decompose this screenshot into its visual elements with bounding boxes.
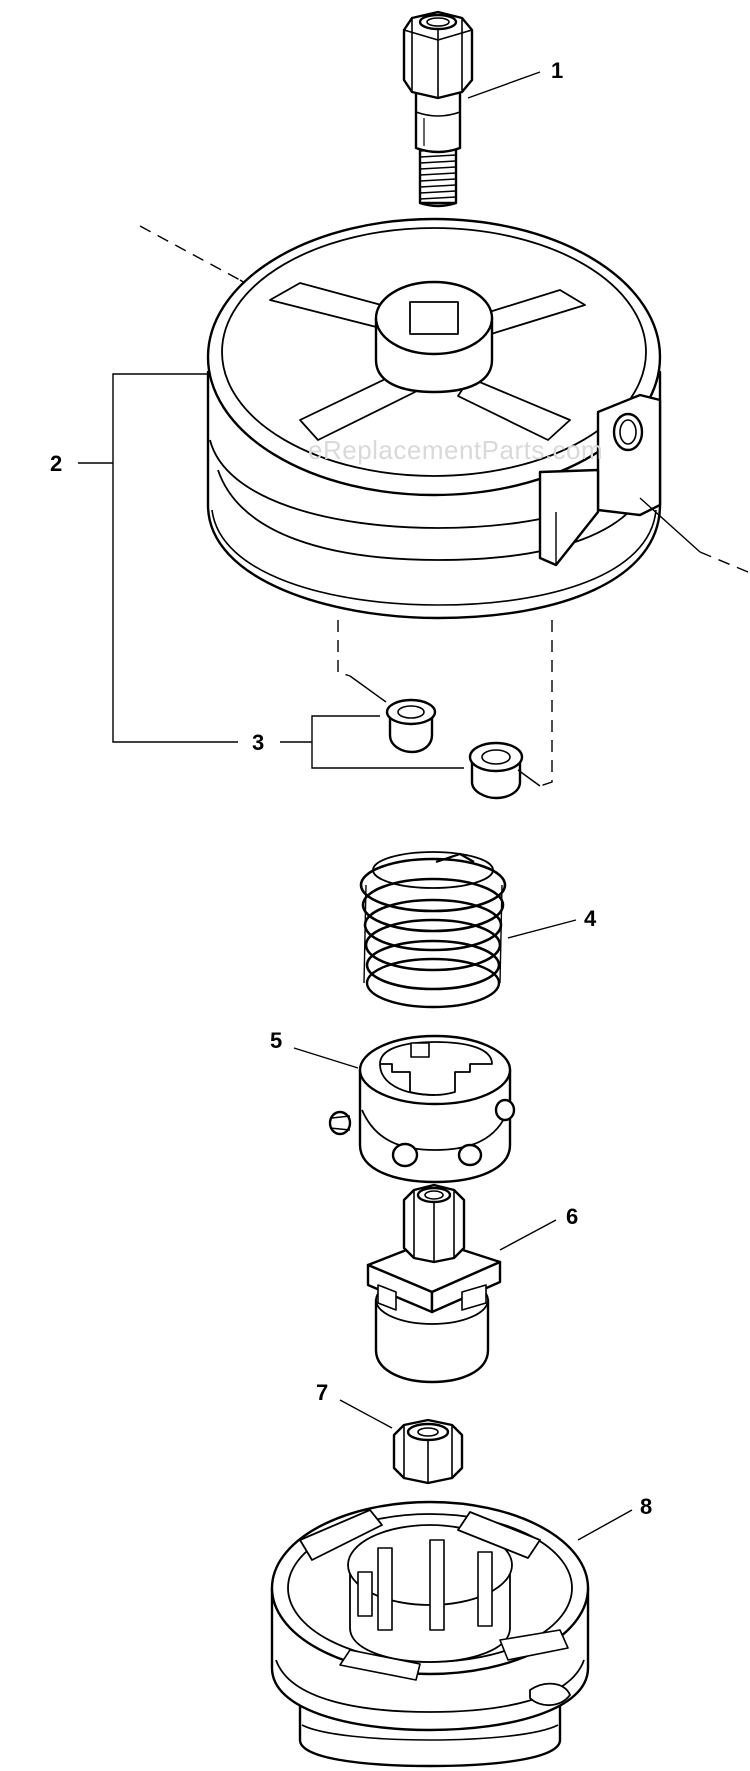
callout-6: 6	[566, 1204, 578, 1229]
part-4-spring[interactable]	[361, 852, 505, 1007]
part-7-nut[interactable]	[394, 1420, 462, 1483]
part-2-spool-housing[interactable]	[208, 219, 660, 618]
callout-5: 5	[270, 1028, 282, 1053]
part-8-spool-cover[interactable]	[272, 1502, 588, 1766]
solid-axis-lines	[239, 279, 701, 787]
callout-1: 1	[551, 58, 563, 83]
callout-4: 4	[584, 906, 597, 931]
callout-2: 2	[50, 451, 62, 476]
part-6-drive-cam[interactable]	[368, 1185, 500, 1382]
part-3-eyelet-upper[interactable]	[387, 700, 435, 752]
callout-leaders	[78, 71, 633, 1541]
watermark: eReplacementParts.com	[308, 435, 603, 465]
part-5-retainer-ring[interactable]	[330, 1036, 514, 1182]
callout-7: 7	[316, 1380, 328, 1405]
part-1-adapter-bolt[interactable]	[404, 12, 472, 206]
callout-8: 8	[640, 1494, 652, 1519]
part-3-eyelet-lower[interactable]	[470, 743, 522, 798]
callout-3: 3	[252, 730, 264, 755]
alignment-lines	[139, 225, 749, 787]
